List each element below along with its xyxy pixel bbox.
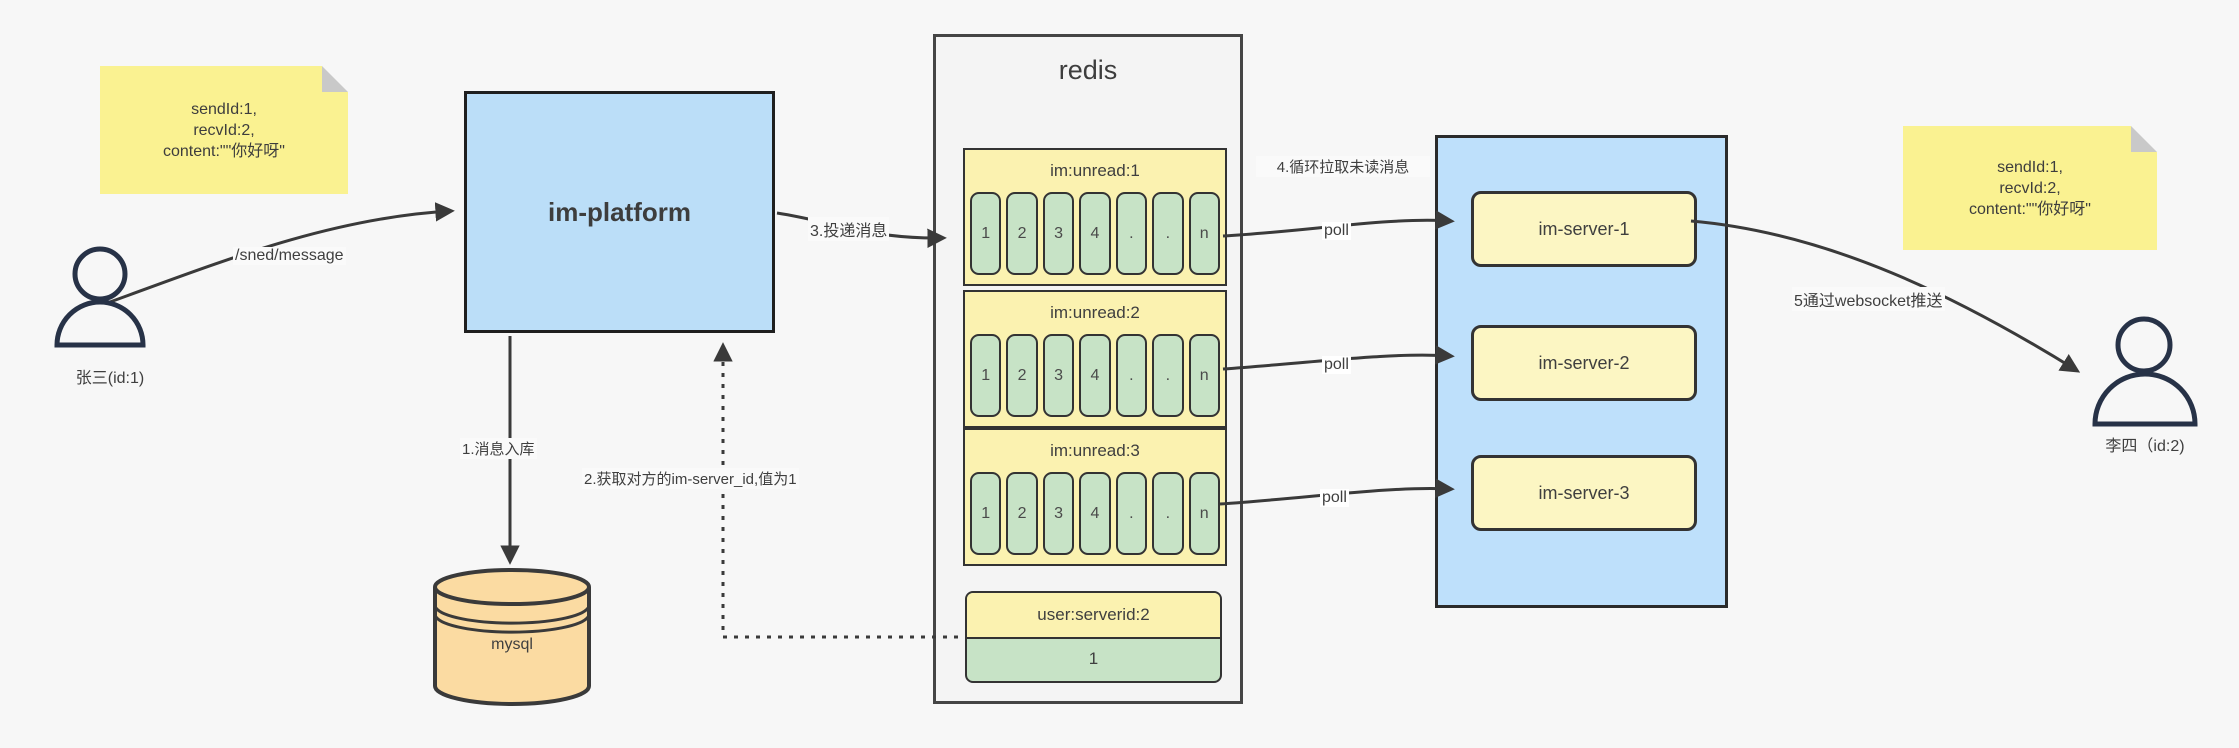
queue-cells: 1 2 3 4 . . n: [965, 472, 1225, 555]
queue-cell: .: [1152, 334, 1184, 417]
im-server-1-box: im-server-1: [1471, 191, 1697, 267]
queue-cell: 4: [1079, 334, 1111, 417]
queue-header: im:unread:2: [1050, 303, 1140, 322]
queue-cell: 3: [1042, 472, 1075, 555]
queue-cell: 2: [1006, 334, 1038, 417]
queue-im-unread-1: im:unread:1 1 2 3 4 . . n: [963, 148, 1227, 286]
queue-cell: .: [1152, 192, 1184, 275]
note-fold-icon: [2131, 126, 2157, 152]
queue-cells: 1 2 3 4 . . n: [965, 334, 1225, 417]
sender-person-icon: [54, 246, 146, 348]
sender-name: 张三(id:1): [75, 370, 145, 387]
note-line: content:""你好呀": [1969, 200, 2091, 218]
mysql-label: mysql: [491, 636, 533, 653]
label-step2-lookup: 2.获取对方的im-server_id,值为1: [582, 468, 799, 489]
queue-im-unread-2: im:unread:2 1 2 3 4 . . n: [963, 290, 1227, 428]
label-step3-deliver: 3.投递消息: [808, 217, 890, 241]
im-platform-box: im-platform: [464, 91, 775, 333]
label-poll-1: poll: [1322, 222, 1351, 240]
queue-header: im:unread:1: [1050, 161, 1140, 180]
queue-cell: .: [1115, 472, 1148, 555]
label-step4-pull: 4.循环拉取未读消息: [1256, 156, 1430, 177]
label-send-message: /sned/message: [233, 247, 346, 265]
sticky-note-right: sendId:1, recvId:2, content:""你好呀": [1903, 126, 2157, 250]
label-step1-store: 1.消息入库: [460, 438, 537, 459]
kv-header: user:serverid:2: [967, 593, 1220, 639]
queue-header: im:unread:3: [1050, 441, 1140, 460]
queue-cell: n: [1188, 472, 1220, 555]
receiver-person-icon: [2092, 316, 2198, 427]
queue-cell: .: [1152, 472, 1184, 555]
queue-cell: 1: [970, 334, 1002, 417]
label-poll-3: poll: [1320, 489, 1349, 507]
queue-cell: n: [1188, 334, 1220, 417]
note-line: recvId:2,: [193, 121, 255, 139]
queue-cell: 3: [1042, 192, 1075, 275]
redis-container: redis im:unread:1 1 2 3 4 . . n im:unrea…: [933, 34, 1243, 704]
note-line: sendId:1,: [191, 100, 257, 118]
queue-im-unread-3: im:unread:3 1 2 3 4 . . n: [963, 428, 1227, 566]
note-fold-icon: [322, 66, 348, 92]
im-server-2-box: im-server-2: [1471, 325, 1697, 401]
queue-cell: 3: [1042, 334, 1075, 417]
queue-cell: 4: [1079, 192, 1111, 275]
note-line: content:""你好呀": [163, 142, 285, 160]
user-serverid-box: user:serverid:2 1: [965, 591, 1222, 683]
im-server-3-box: im-server-3: [1471, 455, 1697, 531]
queue-cell: .: [1115, 334, 1148, 417]
label-step5-push: 5通过websocket推送: [1792, 287, 1945, 311]
queue-cell: 2: [1006, 472, 1038, 555]
sticky-note-left: sendId:1, recvId:2, content:""你好呀": [100, 66, 348, 194]
kv-value: 1: [1088, 649, 1099, 668]
queue-cell: 1: [970, 192, 1002, 275]
queue-cell: 1: [970, 472, 1002, 555]
queue-cell: n: [1188, 192, 1220, 275]
receiver-name: 李四（id:2): [2105, 438, 2185, 455]
note-line: sendId:1,: [1997, 158, 2063, 176]
im-servers-container: im-server-1 im-server-2 im-server-3: [1435, 135, 1728, 608]
label-poll-2: poll: [1322, 356, 1351, 374]
queue-cell: 4: [1079, 472, 1111, 555]
queue-cell: 2: [1006, 192, 1038, 275]
queue-cell: .: [1115, 192, 1148, 275]
note-line: recvId:2,: [1999, 179, 2061, 197]
queue-cells: 1 2 3 4 . . n: [965, 192, 1225, 275]
edge-lookup-serverid: [713, 342, 958, 639]
redis-title: redis: [1058, 55, 1118, 85]
